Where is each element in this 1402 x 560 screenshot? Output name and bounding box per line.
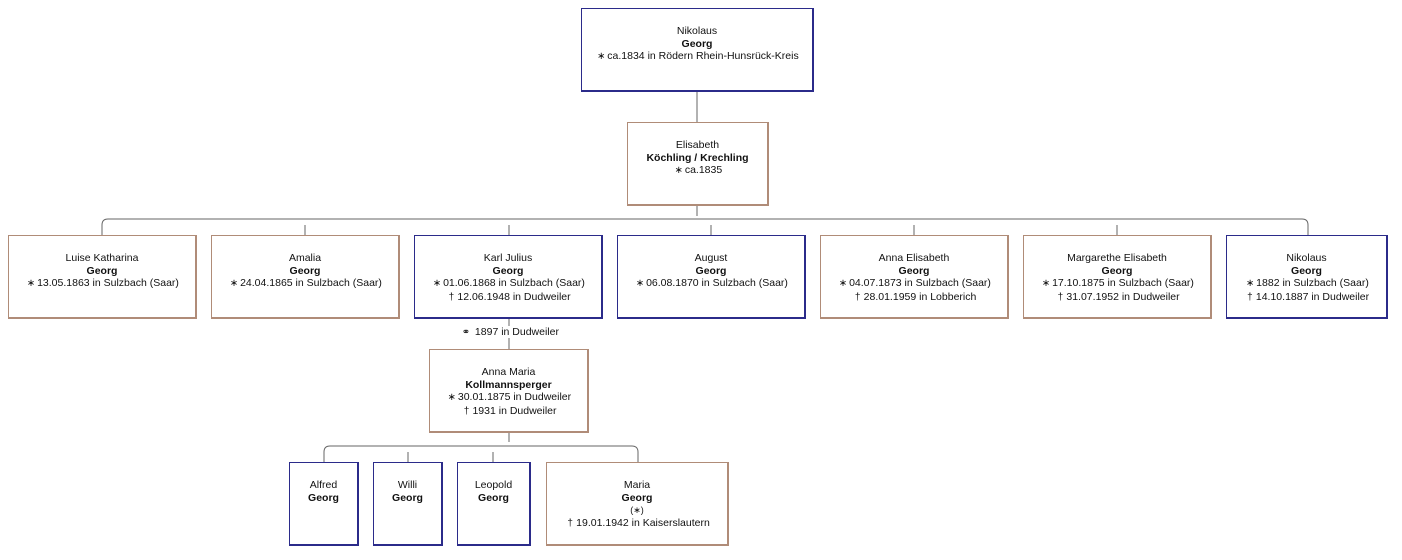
death-icon: † <box>567 517 573 529</box>
birth-icon: ∗ <box>26 278 36 289</box>
birth-line: ∗30.01.1875 in Dudweiler <box>447 391 572 403</box>
death-line: †28.01.1959 in Lobberich <box>821 291 1007 305</box>
death-icon: † <box>1247 291 1253 303</box>
given-name: Alfred <box>309 479 338 491</box>
birth-icon: ∗ <box>1041 278 1051 289</box>
given-name: Willi <box>397 479 418 491</box>
person-card-nikolaus-root[interactable]: Nikolaus Georg ∗ca.1834 in Rödern Rhein-… <box>581 8 814 92</box>
surname: Georg <box>492 264 524 277</box>
death-icon: † <box>448 291 455 303</box>
person-card-leopold[interactable]: Leopold Georg <box>457 462 531 546</box>
given-name: Nikolaus <box>1286 252 1327 264</box>
death-line: †19.01.1942 in Kaiserslautern <box>547 517 727 531</box>
person-card-anna-maria[interactable]: Anna Maria Kollmannsperger ∗30.01.1875 i… <box>429 349 589 433</box>
person-card-august[interactable]: August Georg ∗06.08.1870 in Sulzbach (Sa… <box>617 235 806 319</box>
surname: Georg <box>695 264 727 277</box>
death-line: †12.06.1948 in Dudweiler <box>415 291 601 305</box>
birth-icon: ∗ <box>635 278 645 289</box>
surname: Georg <box>1101 264 1133 277</box>
person-card-willi[interactable]: Willi Georg <box>373 462 443 546</box>
surname: Georg <box>86 264 118 277</box>
given-name: Anna Elisabeth <box>878 252 950 264</box>
birth-line: ∗04.07.1873 in Sulzbach (Saar) <box>838 277 991 289</box>
given-name: Amalia <box>288 252 322 264</box>
death-line: †31.07.1952 in Dudweiler <box>1024 291 1210 305</box>
birth-line: ∗24.04.1865 in Sulzbach (Saar) <box>229 277 382 289</box>
birth-line: ∗06.08.1870 in Sulzbach (Saar) <box>635 277 788 289</box>
marriage-icon: ⚭ <box>461 327 471 338</box>
birth-icon: ∗ <box>432 278 442 289</box>
surname: Georg <box>681 37 713 50</box>
person-card-luise-katharina[interactable]: Luise Katharina Georg ∗13.05.1863 in Sul… <box>8 235 197 319</box>
birth-icon: ∗ <box>447 392 457 403</box>
birth-line: ∗ca.1834 in Rödern Rhein-Hunsrück-Kreis <box>597 50 799 62</box>
connector-spouse-children <box>101 205 1309 235</box>
person-card-karl-julius[interactable]: Karl Julius Georg ∗01.06.1868 in Sulzbac… <box>414 235 603 319</box>
surname: Georg <box>478 491 509 504</box>
given-name: Leopold <box>474 479 513 491</box>
person-card-amalia[interactable]: Amalia Georg ∗24.04.1865 in Sulzbach (Sa… <box>211 235 400 319</box>
given-name: Margarethe Elisabeth <box>1067 252 1167 264</box>
death-line: †14.10.1887 in Dudweiler <box>1227 291 1386 305</box>
given-name: Nikolaus <box>676 25 718 37</box>
connector-annamaria-grandchildren <box>323 432 639 462</box>
birth-line: ∗17.10.1875 in Sulzbach (Saar) <box>1041 277 1194 289</box>
person-card-elisabeth[interactable]: Elisabeth Köchling / Krechling ∗ca.1835 <box>627 122 769 206</box>
surname: Köchling / Krechling <box>646 151 749 164</box>
given-name: Anna Maria <box>481 366 536 378</box>
birth-line: ∗ca.1835 <box>674 164 723 176</box>
marriage-label: ⚭ 1897 in Dudweiler <box>458 326 561 338</box>
surname: Georg <box>621 491 653 504</box>
birth-icon: ∗ <box>838 278 848 289</box>
death-line: †1931 in Dudweiler <box>430 405 587 419</box>
person-card-maria[interactable]: Maria Georg (∗) †19.01.1942 in Kaisersla… <box>546 462 729 546</box>
surname: Georg <box>898 264 930 277</box>
birth-icon: ∗ <box>597 51 606 62</box>
given-name: Luise Katharina <box>65 252 139 264</box>
birth-icon: ∗ <box>1245 278 1255 289</box>
given-name: Karl Julius <box>483 252 533 264</box>
death-icon: † <box>854 291 861 303</box>
surname: Georg <box>289 264 321 277</box>
given-name: Elisabeth <box>675 139 720 151</box>
surname: Georg <box>392 491 423 504</box>
death-icon: † <box>1057 291 1064 303</box>
connector-child-drops <box>304 225 1118 235</box>
given-name: August <box>694 252 728 264</box>
birth-line: ∗01.06.1868 in Sulzbach (Saar) <box>432 277 585 289</box>
surname: Georg <box>1291 264 1322 277</box>
unknown-birth-marker: (∗) <box>630 505 644 515</box>
person-card-margarethe-elisabeth[interactable]: Margarethe Elisabeth Georg ∗17.10.1875 i… <box>1023 235 1212 319</box>
death-icon: † <box>463 405 470 417</box>
surname: Georg <box>308 491 339 504</box>
birth-icon: ∗ <box>674 165 683 176</box>
person-card-alfred[interactable]: Alfred Georg <box>289 462 359 546</box>
birth-line: ∗1882 in Sulzbach (Saar) <box>1245 277 1369 289</box>
person-card-nikolaus-child[interactable]: Nikolaus Georg ∗1882 in Sulzbach (Saar) … <box>1226 235 1388 319</box>
surname: Kollmannsperger <box>465 378 552 391</box>
person-card-anna-elisabeth[interactable]: Anna Elisabeth Georg ∗04.07.1873 in Sulz… <box>820 235 1009 319</box>
birth-icon: ∗ <box>229 278 239 289</box>
given-name: Maria <box>623 479 651 491</box>
birth-line: ∗13.05.1863 in Sulzbach (Saar) <box>26 277 179 289</box>
